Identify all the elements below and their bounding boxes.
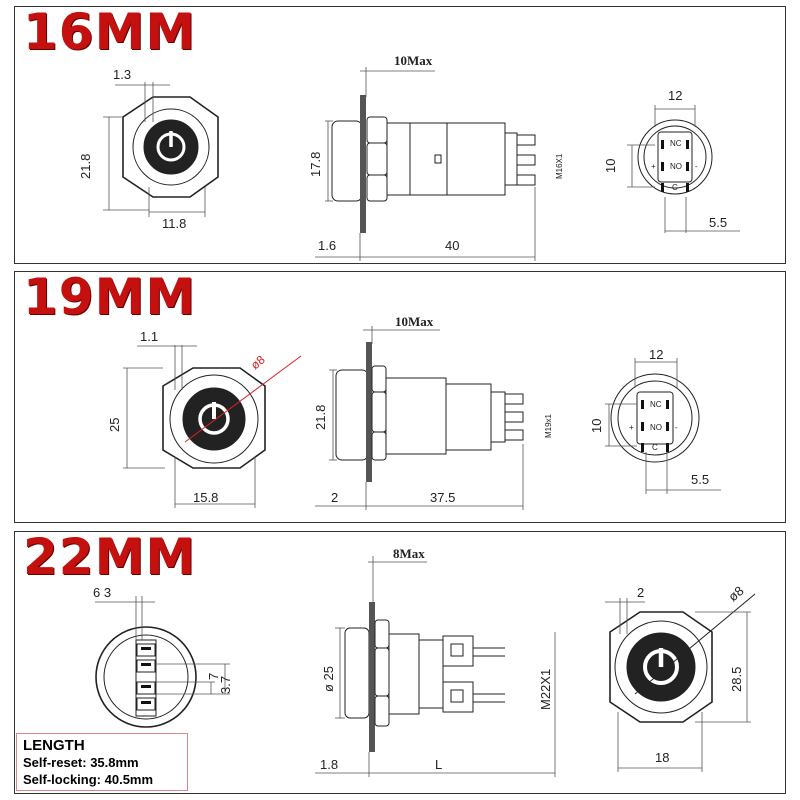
terminal-block	[135, 639, 157, 717]
thread-label: M19x1	[544, 413, 553, 438]
switch-body	[388, 633, 420, 715]
side-view: M22X1 8Max ø 25 1.8 L	[315, 546, 556, 777]
front-view: ø8 1.1 25 15.8	[107, 329, 302, 508]
pin-housing	[610, 373, 700, 463]
svg-text:+: +	[651, 162, 656, 171]
dim-width: 18	[655, 750, 669, 765]
svg-text:NC: NC	[670, 139, 682, 148]
panel-16mm: 16MM 1.3 21.8 11.8	[14, 3, 786, 264]
pin-view: NC NO C + - 12 10 5.5	[589, 347, 721, 494]
dim-height: 21.8	[313, 405, 328, 430]
drawing-22mm: 6 3 7 3.7 M22X1	[93, 546, 756, 777]
dim-dia: ø 25	[321, 666, 336, 692]
dim-top: 1.3	[113, 67, 131, 82]
outer-ring	[614, 620, 708, 714]
dim-height: 25	[107, 418, 122, 432]
dim-flange: 1.8	[320, 757, 338, 772]
flange	[366, 342, 372, 482]
dim-max: 8Max	[393, 546, 425, 561]
panel-title: 19MM	[23, 268, 197, 326]
dim-h2: 3.7	[218, 676, 233, 694]
dim-top: 1.1	[140, 329, 158, 344]
dim-height: 17.8	[308, 152, 323, 177]
flange	[369, 602, 375, 752]
button-cap	[344, 627, 370, 719]
panel-title: 22MM	[23, 528, 197, 586]
dim-pitch: 5.5	[709, 215, 727, 230]
thread-label: M22X1	[538, 669, 553, 710]
dim-height: 10	[603, 159, 618, 173]
pin-housing	[637, 119, 713, 195]
dim-flange: 1.6	[318, 238, 336, 253]
flange	[360, 95, 366, 233]
svg-text:NO: NO	[670, 162, 682, 171]
length-note: LENGTH Self-reset: 35.8mm Self-locking: …	[16, 733, 188, 791]
button-cap	[335, 369, 369, 461]
dim-height: 28.5	[729, 667, 744, 692]
outer-ring	[132, 108, 210, 186]
switch-body	[386, 122, 506, 196]
dim-width: 15.8	[193, 490, 218, 505]
svg-text:C: C	[652, 443, 658, 452]
dim-width: 11.8	[162, 216, 186, 231]
dim-max: 10Max	[395, 314, 434, 329]
dim-length: L	[435, 757, 442, 772]
svg-text:-: -	[675, 423, 678, 432]
side-view: M19x1 10Max 21.8 2 37.5	[313, 314, 553, 510]
svg-text:C: C	[672, 183, 678, 192]
length-self-reset: Self-reset: 35.8mm	[23, 755, 139, 770]
dim-length: 37.5	[430, 490, 455, 505]
dim-width: 12	[649, 347, 663, 362]
dim-flange: 2	[331, 490, 338, 505]
outer-ring	[95, 626, 197, 728]
dim-h1: 7	[206, 673, 221, 680]
length-title: LENGTH	[23, 737, 85, 754]
dim-dia: ø8	[725, 583, 746, 604]
switch-body	[385, 377, 447, 455]
hex-nut	[122, 96, 219, 198]
drawing-16mm: 1.3 21.8 11.8 M16X1	[78, 53, 740, 261]
side-view: M16X1 10Max 17.8 1.6 40	[308, 53, 564, 261]
dim-pitch: 5.5	[691, 472, 709, 487]
hex-nut	[609, 611, 713, 723]
length-self-locking: Self-locking: 40.5mm	[23, 772, 154, 787]
dim-height: 10	[589, 419, 604, 433]
drawing-19mm: ø8 1.1 25 15.8 M19x1	[107, 314, 721, 510]
outer-ring	[169, 374, 259, 464]
dim-height: 21.8	[78, 154, 93, 179]
hex-nut	[162, 367, 266, 469]
dim-top: 6 3	[93, 585, 111, 600]
back-view: 6 3 7 3.7	[93, 585, 233, 728]
dim-width: 12	[668, 88, 682, 103]
dim-top: 2	[637, 585, 644, 600]
dim-max: 10Max	[394, 53, 433, 68]
panel-title: 16MM	[23, 3, 197, 61]
svg-text:NO: NO	[650, 423, 662, 432]
front-view: ø8 2 28.5 18	[605, 583, 756, 772]
thread-label: M16X1	[555, 153, 564, 179]
svg-text:-: -	[695, 162, 698, 171]
dim-dia: ø8	[248, 352, 268, 372]
dim-length: 40	[445, 238, 459, 253]
button-cap	[331, 120, 363, 202]
svg-text:NC: NC	[650, 400, 662, 409]
front-view: 1.3 21.8 11.8	[78, 67, 219, 231]
svg-text:+: +	[629, 423, 634, 432]
pin-view: NC NO C + - 12 10 5.5	[603, 88, 740, 233]
panel-19mm: 19MM ø8 1.1 25 15.8	[14, 268, 786, 523]
